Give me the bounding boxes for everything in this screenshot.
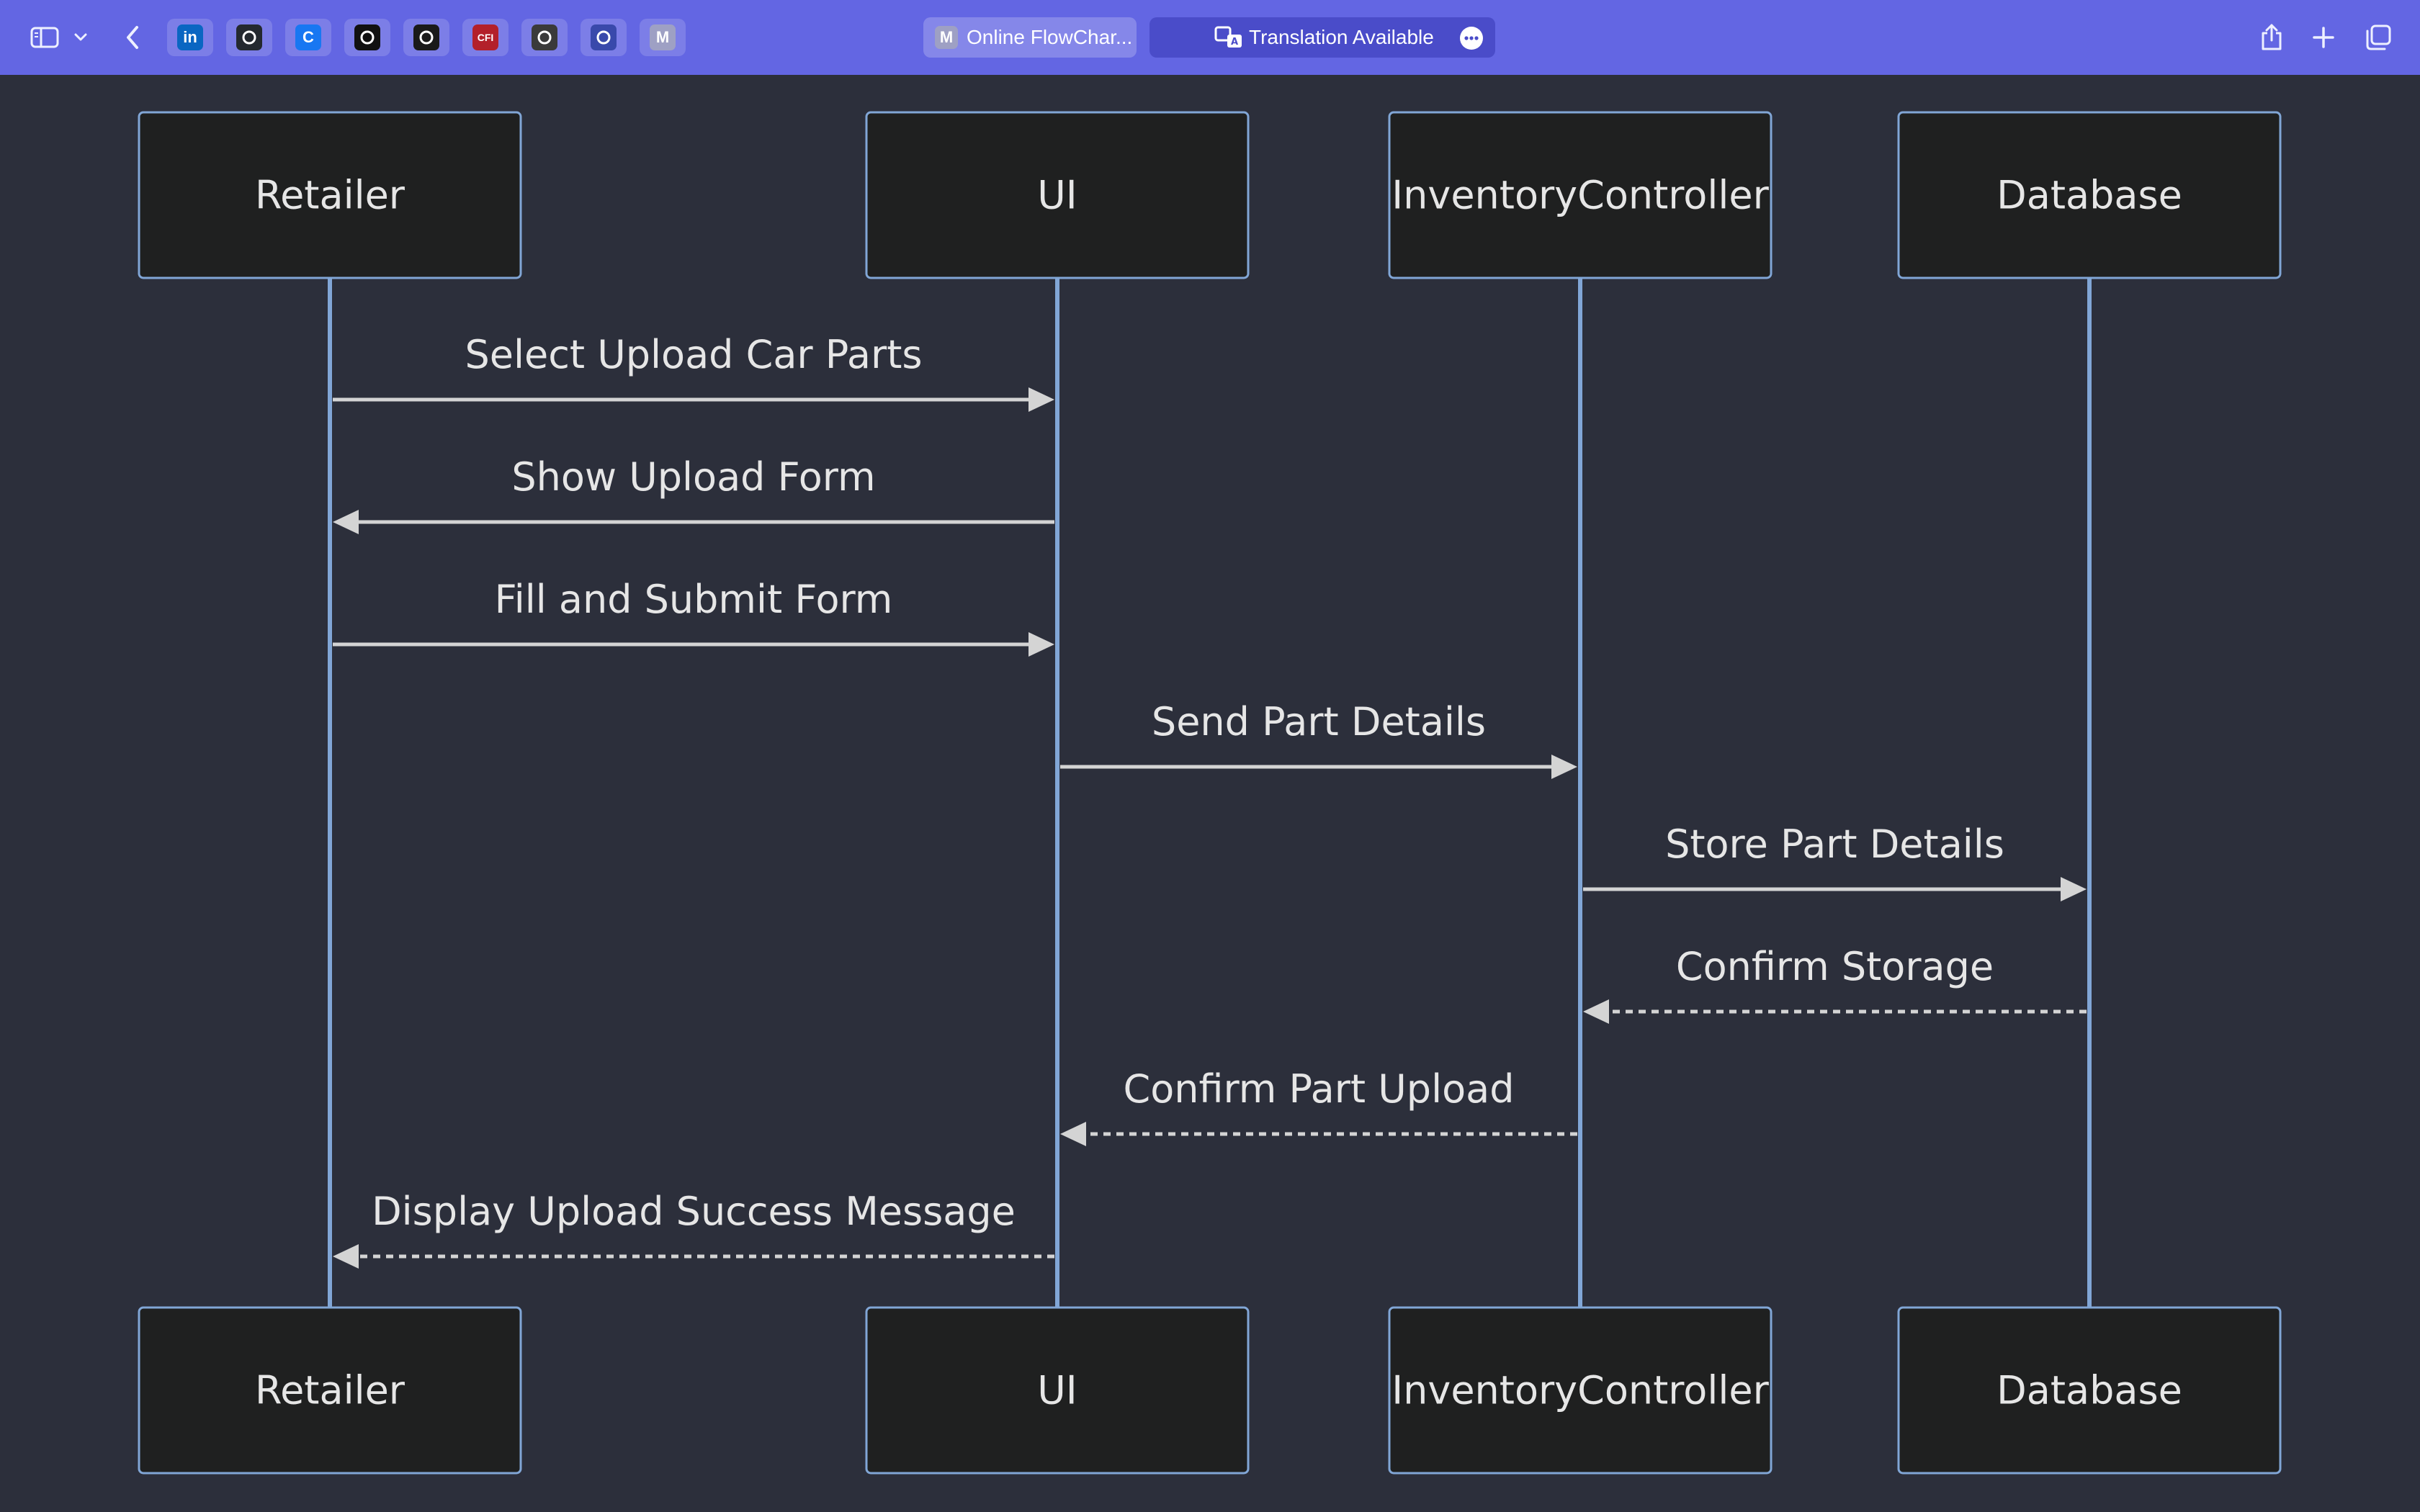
favorite-openai[interactable] [403, 19, 449, 56]
sidebar-icon[interactable] [26, 19, 63, 56]
github-icon [236, 24, 262, 50]
ring-site-icon [532, 24, 557, 50]
actor-label: Retailer [255, 173, 405, 218]
favorite-cfi[interactable]: CFI [462, 19, 508, 56]
actor-label: InventoryController [1392, 1368, 1769, 1413]
favorite-linkedin[interactable]: in [167, 19, 213, 56]
actor-box [1388, 1306, 1773, 1475]
message-label: Store Part Details [1665, 822, 2004, 867]
cfi-icon: CFI [472, 24, 498, 50]
actor-label: UI [1037, 1368, 1077, 1413]
message-label: Show Upload Form [511, 454, 875, 500]
message-arrowhead [2061, 877, 2087, 901]
actor-bottom-ui: UI [865, 1306, 1250, 1475]
actor-box [138, 1306, 522, 1475]
favorite-github[interactable] [226, 19, 272, 56]
message-label: Confirm Storage [1676, 944, 1994, 989]
actor-label: UI [1037, 173, 1077, 218]
message-3: Fill and Submit Form [333, 577, 1054, 657]
actor-bottom-retailer: Retailer [138, 1306, 522, 1475]
tab-title: Online FlowChar... [967, 26, 1133, 48]
actor-box [1897, 111, 2282, 279]
actor-box [1897, 1306, 2282, 1475]
slash-site-icon [591, 24, 617, 50]
message-4: Send Part Details [1060, 699, 1577, 779]
tab-online-flowchart[interactable]: M Online FlowChar... [923, 17, 1137, 58]
actor-top-database: Database [1897, 111, 2282, 279]
tab-favicon: M [935, 26, 958, 49]
actor-top-retailer: Retailer [138, 111, 522, 279]
c-site-icon: C [295, 24, 321, 50]
message-2: Show Upload Form [333, 454, 1054, 534]
actor-bottom-inventorycontroller: InventoryController [1388, 1306, 1773, 1475]
svg-text:A: A [1231, 37, 1238, 48]
chevron-down-icon[interactable] [66, 19, 95, 56]
favorite-m-site[interactable]: M [640, 19, 686, 56]
message-arrowhead [1028, 632, 1054, 657]
message-arrowhead [1583, 999, 1609, 1024]
actor-label: Database [1996, 1368, 2182, 1413]
favorite-slash-site[interactable] [581, 19, 627, 56]
more-options-icon[interactable] [1459, 26, 1484, 55]
mountain-site-icon [354, 24, 380, 50]
actor-label: Database [1996, 173, 2182, 218]
actor-box [865, 111, 1250, 279]
message-label: Send Part Details [1152, 699, 1486, 744]
m-site-icon: M [650, 24, 676, 50]
actor-top-ui: UI [865, 111, 1250, 279]
message-6: Confirm Storage [1583, 944, 2087, 1024]
favorite-mountain-site[interactable] [344, 19, 390, 56]
linkedin-icon: in [177, 24, 203, 50]
new-tab-icon[interactable] [2305, 19, 2342, 56]
actor-label: Retailer [255, 1368, 405, 1413]
share-icon[interactable] [2253, 19, 2290, 56]
message-arrowhead [1028, 387, 1054, 412]
actor-box [138, 111, 522, 279]
openai-icon [413, 24, 439, 50]
message-arrowhead [1551, 755, 1577, 779]
tab-title: Translation Available [1249, 26, 1434, 48]
actor-box [1388, 111, 1773, 279]
translate-icon[interactable]: A [1214, 26, 1245, 54]
tab-overview-icon[interactable] [2360, 19, 2397, 56]
favorite-c-site[interactable]: C [285, 19, 331, 56]
message-5: Store Part Details [1583, 822, 2087, 901]
favorite-ring-site[interactable] [521, 19, 568, 56]
message-arrowhead [333, 1244, 359, 1269]
actor-bottom-database: Database [1897, 1306, 2282, 1475]
actor-label: InventoryController [1392, 173, 1769, 218]
message-label: Select Upload Car Parts [465, 332, 922, 377]
message-label: Display Upload Success Message [372, 1189, 1016, 1234]
actor-top-inventorycontroller: InventoryController [1388, 111, 1773, 279]
message-arrowhead [333, 510, 359, 534]
back-icon[interactable] [114, 19, 151, 56]
message-8: Display Upload Success Message [333, 1189, 1054, 1269]
message-1: Select Upload Car Parts [333, 332, 1054, 412]
message-label: Confirm Part Upload [1124, 1066, 1515, 1112]
message-7: Confirm Part Upload [1060, 1066, 1577, 1146]
browser-toolbar: in C CFI M M Online FlowChar... A Translati… [0, 0, 2420, 75]
sequence-diagram: RetailerRetailerUIUIInventoryControllerI… [138, 111, 2282, 1475]
message-arrowhead [1060, 1122, 1086, 1146]
actor-box [865, 1306, 1250, 1475]
tab-translation-available[interactable]: A Translation Available [1150, 17, 1495, 58]
message-label: Fill and Submit Form [495, 577, 893, 622]
